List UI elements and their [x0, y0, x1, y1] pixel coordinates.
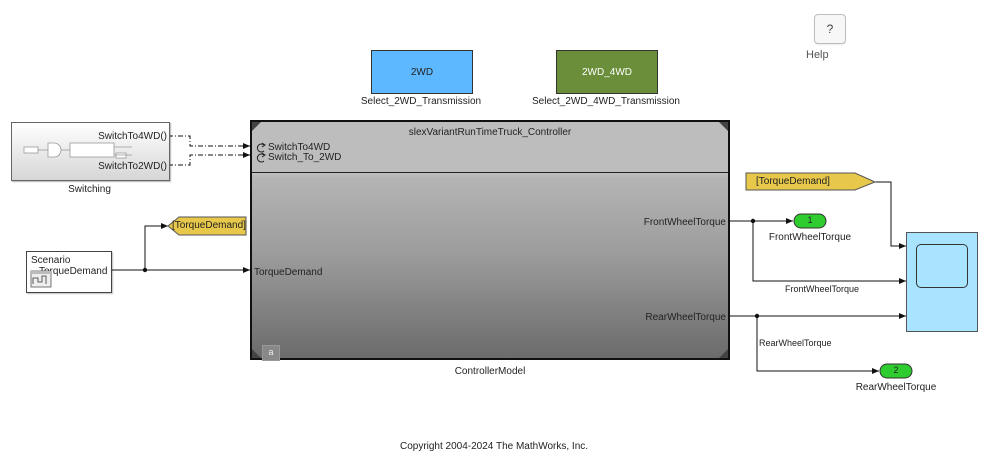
- switching-block[interactable]: SwitchTo4WD() SwitchTo2WD(): [11, 122, 170, 181]
- model-reference-badge-icon: a: [262, 345, 280, 361]
- outport-2-number: 2: [893, 365, 899, 375]
- rear-signal-label: RearWheelTorque: [759, 338, 832, 348]
- corner-triangle-icon: [719, 122, 728, 131]
- trigger-port-4wd-label: SwitchTo4WD: [268, 142, 331, 153]
- copyright-text: Copyright 2004-2024 The MathWorks, Inc.: [399, 441, 589, 452]
- controller-title: slexVariantRunTimeTruck_Controller: [408, 127, 572, 138]
- scenario-block[interactable]: Scenario TorqueDemand: [26, 251, 112, 293]
- corner-triangle-icon: [252, 349, 261, 358]
- signal-editor-icon: [30, 270, 52, 288]
- corner-triangle-icon: [719, 349, 728, 358]
- switching-caption: Switching: [68, 184, 111, 195]
- outport-1-caption: FrontWheelTorque: [768, 232, 852, 243]
- select-2wd-4wd-button[interactable]: 2WD_4WD: [556, 50, 658, 94]
- scenario-output-label: TorqueDemand: [39, 266, 108, 277]
- state-machine-icon: [23, 142, 132, 159]
- from-tag-label: [TorqueDemand]: [756, 176, 830, 187]
- torque-demand-branch[interactable]: [144, 223, 168, 270]
- switching-out1-label: SwitchTo4WD(): [98, 131, 167, 142]
- select-2wd-4wd-caption: Select_2WD_4WD_Transmission: [531, 96, 680, 107]
- select-2wd-4wd-button-text: 2WD_4WD: [581, 66, 632, 78]
- scope-block[interactable]: [906, 232, 978, 332]
- switch-to-2wd-line[interactable]: [168, 152, 250, 166]
- controller-model-block[interactable]: slexVariantRunTimeTruck_Controller Switc…: [250, 120, 730, 361]
- help-icon: ?: [826, 22, 834, 36]
- switch-to-4wd-line[interactable]: [168, 135, 250, 149]
- goto-tag-label: [TorqueDemand]: [172, 220, 246, 231]
- outport-1-number: 1: [807, 215, 813, 225]
- controller-model-caption: ControllerModel: [454, 366, 526, 377]
- from-tag-to-scope-line[interactable]: [875, 181, 906, 249]
- branch-point-front: [750, 218, 756, 224]
- corner-triangle-icon: [252, 122, 261, 131]
- trigger-port-2wd-label: Switch_To_2WD: [268, 152, 342, 163]
- from-tag-shape[interactable]: [745, 172, 877, 191]
- goto-tag-shape[interactable]: [167, 216, 247, 236]
- outport-1-shape[interactable]: [793, 213, 827, 229]
- select-2wd-button-text: 2WD: [410, 66, 434, 78]
- scope-screen-icon: [916, 244, 968, 288]
- controller-header-band: [252, 122, 728, 173]
- torque-demand-port-label: TorqueDemand: [254, 267, 323, 278]
- switching-out2-label: SwitchTo2WD(): [98, 161, 167, 172]
- front-wheel-port-label: FrontWheelTorque: [643, 217, 726, 228]
- outport-2-caption: RearWheelTorque: [855, 382, 937, 393]
- front-torque-to-scope[interactable]: [752, 221, 906, 284]
- help-label: Help: [806, 49, 829, 61]
- help-button[interactable]: ?: [814, 14, 846, 44]
- outport-2-shape[interactable]: [879, 363, 913, 379]
- select-2wd-button[interactable]: 2WD: [371, 50, 473, 94]
- branch-point-torque: [142, 267, 148, 273]
- select-2wd-caption: Select_2WD_Transmission: [360, 96, 482, 107]
- front-signal-label: FrontWheelTorque: [785, 284, 860, 294]
- trigger-port-icons: [256, 142, 266, 163]
- rear-wheel-port-label: RearWheelTorque: [645, 312, 726, 323]
- rear-torque-to-outport[interactable]: [756, 316, 879, 374]
- branch-point-rear: [754, 313, 760, 319]
- scenario-label: Scenario: [31, 255, 71, 266]
